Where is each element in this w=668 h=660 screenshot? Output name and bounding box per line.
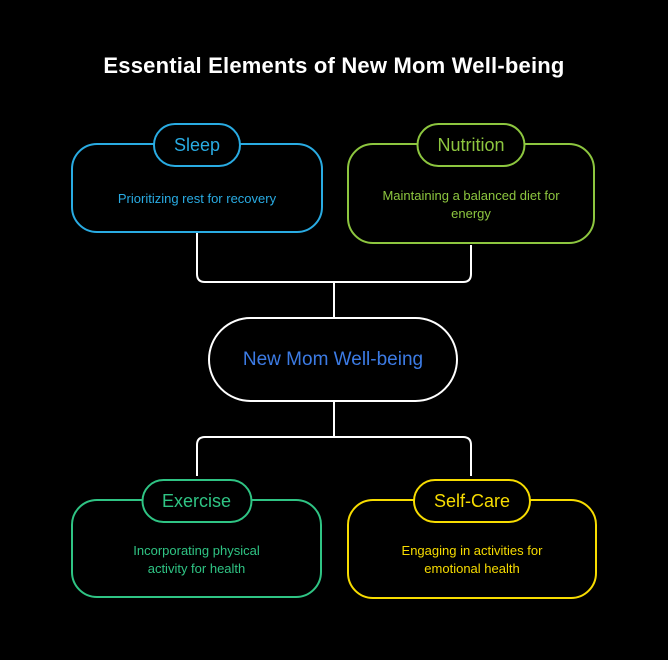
node-self-care-label-text: Self-Care (433, 490, 511, 511)
node-exercise-description: Incorporating physical activity for heal… (133, 542, 260, 576)
node-sleep-label-text: Sleep (173, 134, 221, 155)
edge-nutrition-to-center (334, 245, 472, 283)
node-sleep-label: Sleep (152, 123, 242, 167)
node-exercise-label-text: Exercise (161, 490, 232, 511)
node-exercise-label: Exercise (140, 479, 253, 523)
node-self-care-label: Self-Care (412, 479, 532, 523)
node-center-label: New Mom Well-being (242, 348, 424, 370)
node-nutrition-label-text: Nutrition (437, 134, 505, 155)
diagram-title: Essential Elements of New Mom Well-being (103, 53, 565, 78)
node-sleep: Sleep Prioritizing rest for recovery (71, 123, 323, 233)
node-self-care: Self-Care Engaging in activities for emo… (347, 479, 597, 599)
node-sleep-description: Prioritizing rest for recovery (117, 191, 277, 207)
node-nutrition-label: Nutrition (416, 123, 526, 167)
node-exercise: Exercise Incorporating physical activity… (71, 479, 322, 598)
node-center: New Mom Well-being (208, 317, 458, 402)
edge-center-to-selfcare (334, 436, 472, 476)
node-nutrition-description: Maintaining a balanced diet for energy (382, 187, 560, 221)
node-self-care-description: Engaging in activities for emotional hea… (401, 543, 543, 576)
node-nutrition: Nutrition Maintaining a balanced diet fo… (347, 123, 595, 244)
edge-center-to-exercise (196, 436, 334, 476)
edge-sleep-to-center (196, 233, 334, 283)
